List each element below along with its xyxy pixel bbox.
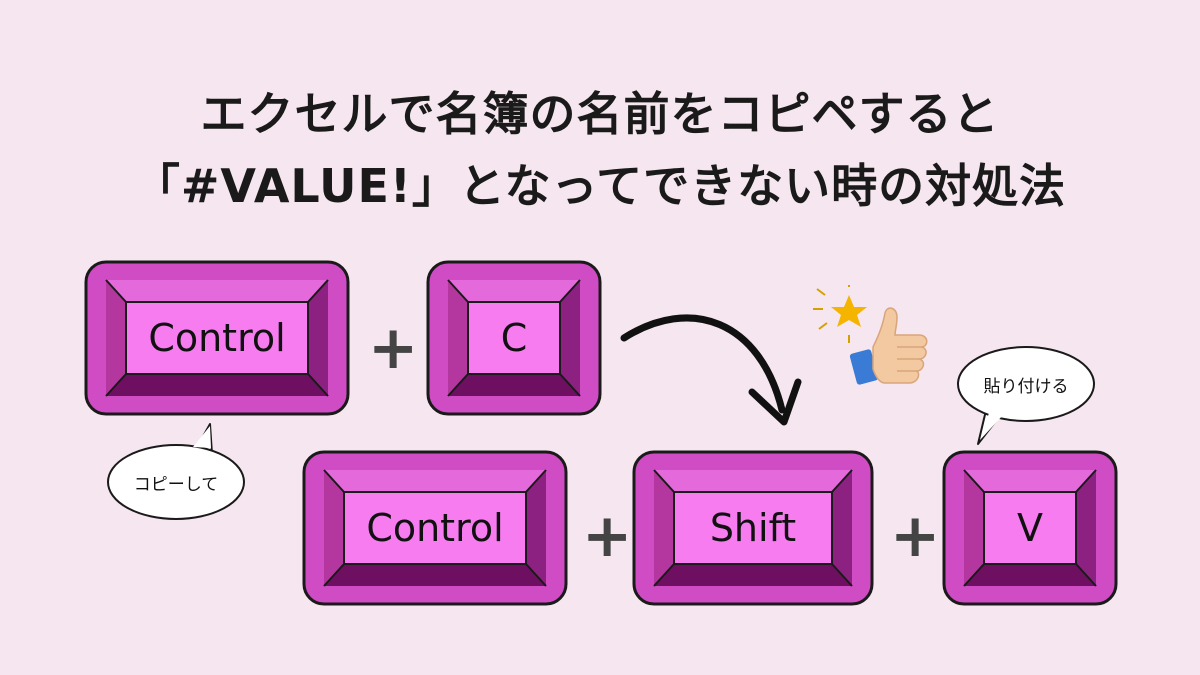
- page-title-line1: エクセルで名簿の名前をコピペすると: [200, 87, 1000, 141]
- curved-arrow-icon: [620, 314, 802, 426]
- thumbs-up-sparkle-icon: [813, 285, 928, 385]
- key-v: V: [942, 450, 1118, 606]
- bubble-text: 貼り付ける: [983, 376, 1069, 397]
- key-label: V: [1017, 506, 1043, 550]
- bubble-shape: [957, 346, 1095, 445]
- keycap-shape: [426, 260, 602, 416]
- keycap-shape: [84, 260, 350, 416]
- speech-bubble-paste: 貼り付ける: [948, 342, 1098, 448]
- key-label: C: [500, 316, 528, 360]
- speech-bubble-copy: コピーして: [100, 422, 250, 522]
- key-label: Shift: [709, 506, 797, 550]
- bubble-text: コピーして: [133, 474, 219, 495]
- keycap-shape: [302, 450, 568, 606]
- page-title-line2: 「#VALUE!」となってできない時の対処法: [133, 159, 1067, 213]
- plus-sign: +: [582, 501, 633, 571]
- key-shift: Shift: [632, 450, 874, 606]
- plus-sign: +: [890, 501, 941, 571]
- keycap-shape: [942, 450, 1118, 606]
- bubble-shape: [107, 423, 245, 520]
- key-c: C: [426, 260, 602, 416]
- key-control-copy: Control: [84, 260, 350, 416]
- keycap-shape: [632, 450, 874, 606]
- key-label: Control: [148, 316, 286, 360]
- key-control-paste: Control: [302, 450, 568, 606]
- plus-sign: +: [368, 313, 419, 383]
- key-label: Control: [366, 506, 504, 550]
